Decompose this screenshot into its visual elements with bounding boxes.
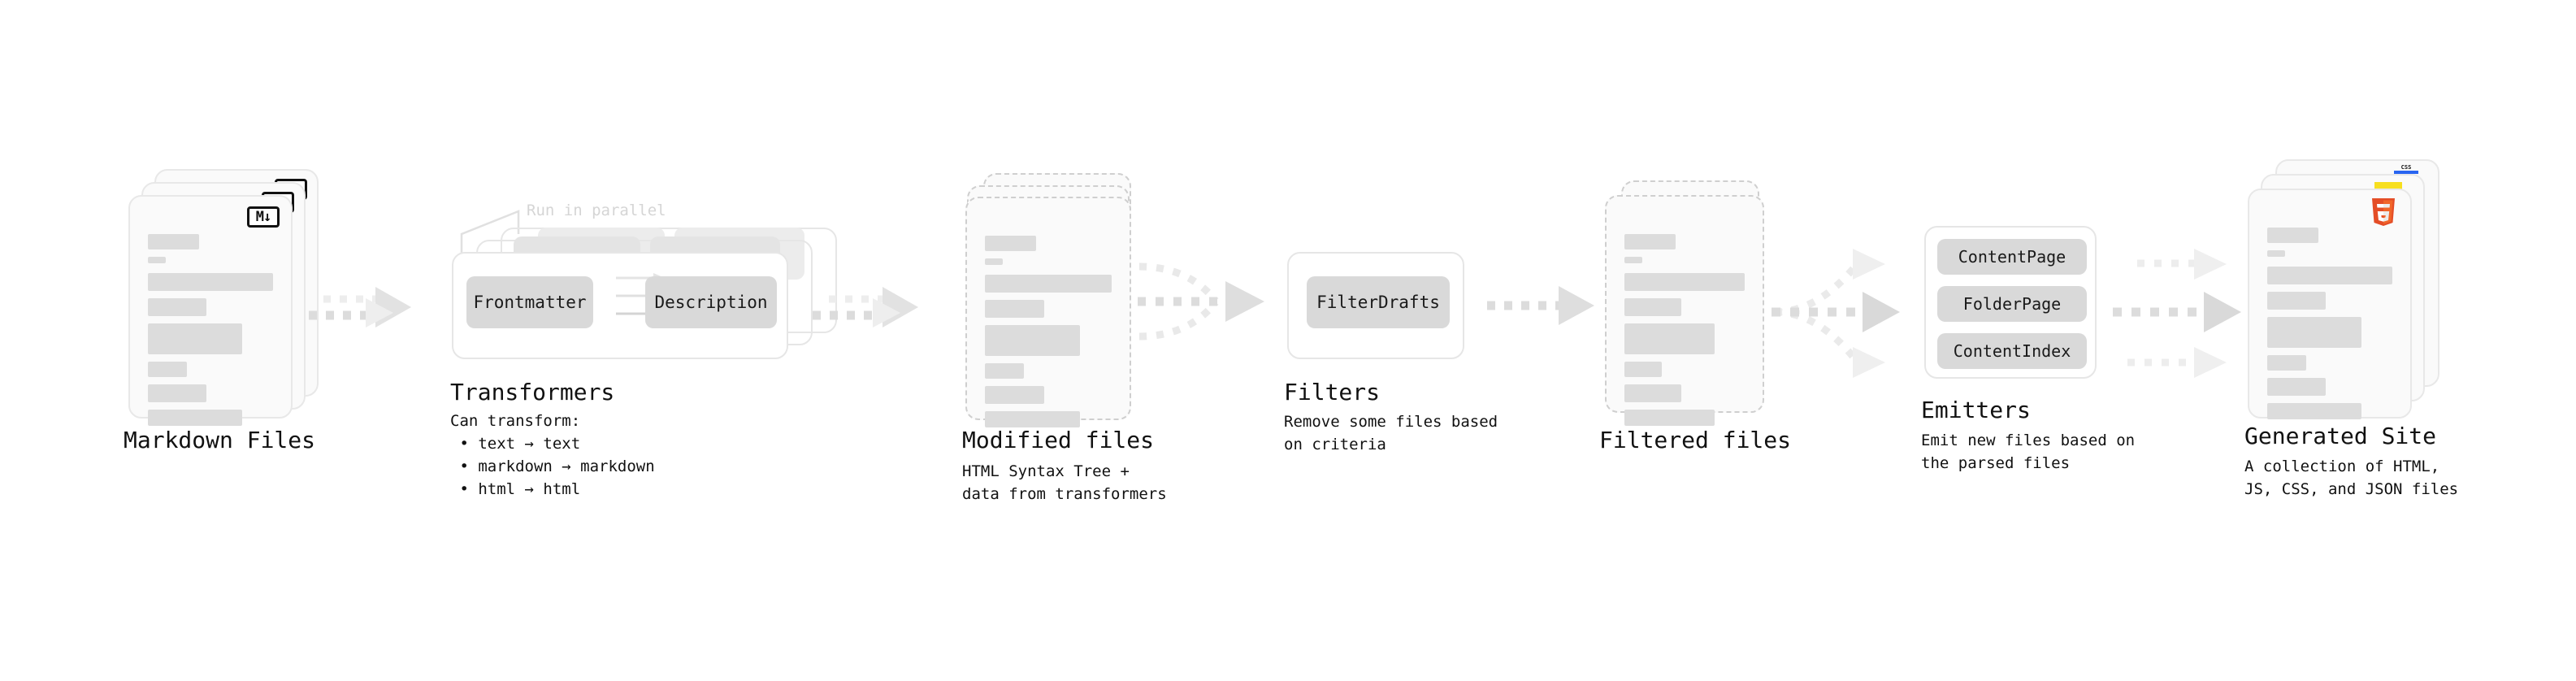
transformers-subtitle: Can transform: • text → text • markdown … [450,412,655,498]
run-in-parallel-bracket [460,210,520,258]
markdown-card-front: M↓ [128,195,293,426]
transformers-title: Transformers [450,379,615,406]
filters-title: Filters [1284,379,1381,406]
arrow-filters-to-filtered [1487,286,1594,325]
arrow-markdown-to-transformers [309,287,411,327]
arrow-transformers-to-modified [813,287,918,327]
placeholder-lines [148,234,273,433]
emitter-item-contentpage[interactable]: ContentPage [1937,239,2087,275]
emitters-title: Emitters [1921,397,2031,423]
modified-files-subtitle: HTML Syntax Tree + data from transformer… [962,462,1167,503]
placeholder-lines [1624,234,1745,433]
emitters-box: ContentPage FolderPage ContentIndex [1924,226,2097,379]
filter-item-filterdrafts[interactable]: FilterDrafts [1307,276,1450,328]
arrow-modified-to-filters [1138,262,1264,340]
markdown-files-title: Markdown Files [124,427,316,453]
placeholder-lines [2267,228,2392,427]
transformer-item-frontmatter[interactable]: Frontmatter [466,276,593,328]
generated-site-title: Generated Site [2244,423,2437,449]
site-card-front: HTML [2248,189,2412,419]
filters-box: FilterDrafts [1287,252,1464,359]
filtered-card-front [1605,195,1764,426]
filtered-files-title: Filtered files [1599,427,1792,453]
arrow-filtered-to-emitters [1772,249,1900,378]
transformer-item-description[interactable]: Description [645,276,777,328]
placeholder-lines [985,236,1112,435]
filters-subtitle: Remove some files based on criteria [1284,413,1498,453]
html5-icon: HTML [2368,198,2399,234]
arrow-emitters-to-site [2113,249,2241,378]
emitters-subtitle: Emit new files based on the parsed files [1921,432,2136,472]
run-in-parallel-label: Run in parallel [527,202,666,219]
css3-icon: CSS [2394,164,2418,176]
modified-files-title: Modified files [962,427,1155,453]
transformers-box: Frontmatter Description [452,252,788,359]
markdown-icon: M↓ [247,206,280,228]
emitter-item-folderpage[interactable]: FolderPage [1937,286,2087,322]
modified-card-front [965,197,1131,427]
generated-site-subtitle: A collection of HTML, JS, CSS, and JSON … [2244,458,2459,498]
emitter-item-contentindex[interactable]: ContentIndex [1937,333,2087,369]
